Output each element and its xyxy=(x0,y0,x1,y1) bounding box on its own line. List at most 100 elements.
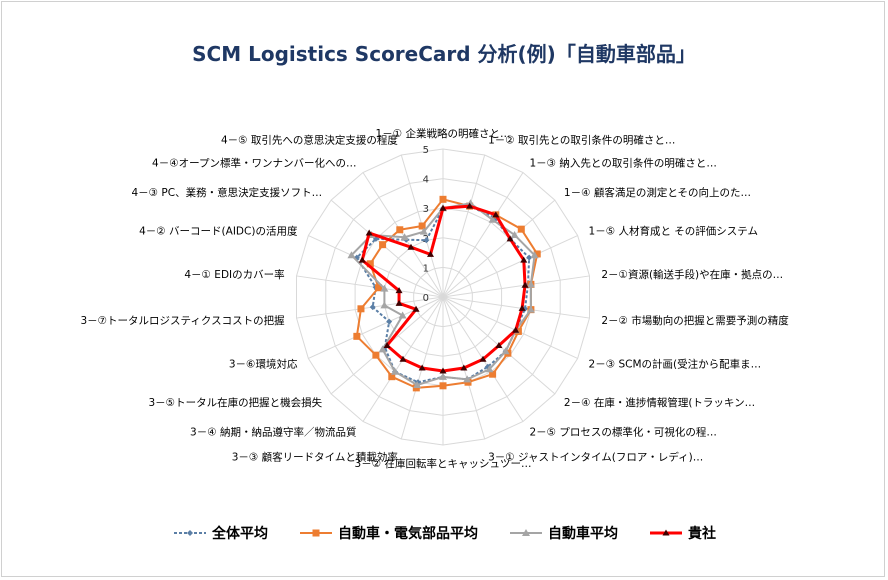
legend-label: 貴社 xyxy=(688,526,716,542)
data-point xyxy=(380,301,389,309)
data-point xyxy=(479,355,487,362)
data-point xyxy=(407,243,415,250)
data-point xyxy=(358,256,366,263)
category-label: 2－④ 在庫・進捗情報管理(トラッキン… xyxy=(564,396,755,409)
data-point xyxy=(426,250,434,257)
data-point xyxy=(375,284,383,292)
data-point xyxy=(521,281,529,288)
data-point xyxy=(380,284,389,292)
category-label: 4－③ PC、業務・意思決定支援ソフト… xyxy=(131,186,322,199)
legend-marker xyxy=(522,529,530,536)
data-point xyxy=(400,233,409,241)
legend-label: 自動車平均 xyxy=(548,526,618,542)
data-point xyxy=(439,367,447,374)
legend-item: 自動車平均 xyxy=(508,523,618,543)
category-label: 3－⑤トータル在庫の把握と機会損失 xyxy=(148,396,322,409)
category-label: 3－④ 納期・納品遵守率／物流品質 xyxy=(190,426,356,439)
legend-marker xyxy=(662,529,670,536)
data-point xyxy=(357,305,365,313)
data-point xyxy=(526,280,535,288)
category-label: 4－⑤ 取引先への意思決定支援の程度 xyxy=(221,133,398,146)
data-point xyxy=(366,260,374,268)
category-label: 3－⑦トータルロジスティクスコストの把握 xyxy=(80,314,285,327)
data-point xyxy=(506,235,514,242)
data-point xyxy=(501,347,510,355)
grid-spoke xyxy=(442,154,486,298)
grid-spoke xyxy=(362,172,444,298)
category-label: 2－①資源(輸送手段)や在庫・拠点の… xyxy=(601,268,783,281)
data-point xyxy=(439,382,447,390)
category-label: 2－③ SCMの計画(受注から配車ま… xyxy=(589,357,762,370)
grid-spoke xyxy=(442,296,590,319)
data-point xyxy=(419,227,428,235)
tick-label: 1 xyxy=(423,263,429,274)
grid-spoke xyxy=(296,275,444,298)
data-point xyxy=(395,299,403,306)
data-point xyxy=(423,237,430,244)
category-label: 1－④ 顧客満足の測定とその向上のた… xyxy=(564,186,751,199)
tick-label: 3 xyxy=(423,204,429,215)
data-point xyxy=(396,226,404,234)
grid-spoke xyxy=(330,199,444,298)
data-point xyxy=(526,254,533,261)
category-label: 3－③ 顧客リードタイムと積載効率 xyxy=(232,451,398,464)
data-point xyxy=(463,375,472,383)
category-label: 3－① ジャストインタイム(フロア・レディ)… xyxy=(488,451,703,464)
data-point xyxy=(383,341,391,348)
legend-label: 全体平均 xyxy=(212,526,268,542)
legend-item: 自動車・電気部品平均 xyxy=(298,523,478,543)
category-label: 1－① 企業戦略の明確さと… xyxy=(376,127,511,140)
tick-label: 0 xyxy=(423,293,429,304)
data-point xyxy=(489,370,497,378)
legend-item: 全体平均 xyxy=(172,523,268,543)
tick-label: 4 xyxy=(423,175,429,186)
data-point xyxy=(495,341,503,348)
data-point xyxy=(365,229,373,236)
data-point xyxy=(533,250,541,258)
tick-label: 5 xyxy=(423,145,429,156)
grid-spoke xyxy=(442,199,556,298)
data-point xyxy=(379,241,387,249)
legend-swatch xyxy=(650,529,682,536)
category-label: 4－① EDIのカバー率 xyxy=(184,268,284,281)
data-point xyxy=(418,222,426,230)
category-label: 4－④オープン標準・ワンナンバー化への… xyxy=(152,156,356,169)
data-point xyxy=(347,251,356,259)
category-label: 1－② 取引先との取引条件の明確さと… xyxy=(488,133,675,146)
grid-spoke xyxy=(442,296,578,359)
category-label: 1－③ 納入先との取引条件の明確さと… xyxy=(530,156,717,169)
category-label: 2－② 市場動向の把握と需要予測の精度 xyxy=(601,314,789,327)
legend-swatch xyxy=(174,530,206,536)
data-point xyxy=(466,202,474,209)
data-point xyxy=(353,332,361,340)
data-point xyxy=(517,225,525,233)
legend: 全体平均 自動車・電気部品平均 自動車平均 貴社 xyxy=(0,523,888,543)
legend-marker xyxy=(312,529,320,537)
data-point xyxy=(413,381,422,389)
data-point xyxy=(520,256,528,263)
legend-marker xyxy=(187,530,193,536)
grid-spoke xyxy=(308,235,444,298)
chart-title: SCM Logistics ScoreCard 分析(例)「自動車部品」 xyxy=(192,42,696,66)
grid-spoke xyxy=(442,275,590,298)
grid-spoke xyxy=(296,296,444,319)
data-point xyxy=(439,372,447,380)
grid-spoke xyxy=(442,172,524,298)
data-point xyxy=(530,251,539,259)
data-point xyxy=(460,364,468,371)
grid-spoke xyxy=(308,296,444,359)
data-point xyxy=(466,199,475,207)
category-label: 2－⑤ プロセスの標準化・可視化の程… xyxy=(530,426,717,439)
data-point xyxy=(418,364,426,371)
category-label: 3－② 在庫回転率とキャッシュツー… xyxy=(355,457,532,470)
data-point xyxy=(510,230,519,238)
category-label: 4－② バーコード(AIDC)の活用度 xyxy=(139,225,298,238)
data-point xyxy=(399,355,407,362)
data-point xyxy=(439,195,447,203)
legend-swatch xyxy=(510,529,542,536)
data-point xyxy=(439,204,447,211)
data-point xyxy=(398,311,407,319)
data-point xyxy=(378,345,387,353)
data-point xyxy=(518,304,526,311)
